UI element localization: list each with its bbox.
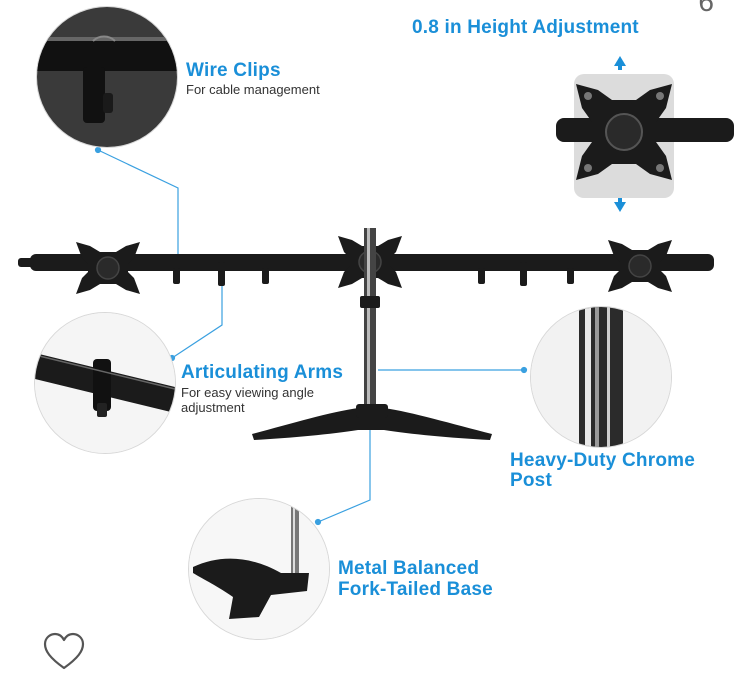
post-title-line-1: Heavy-Duty Chrome [510,450,696,471]
wire-clips-detail-image [37,7,177,147]
post-detail-image [531,307,671,447]
arms-subtitle-line-2: adjustment [181,400,245,415]
wire-clips-leader [97,149,179,262]
heart-outline-icon [43,632,85,670]
base-leader [317,425,371,523]
base-title-line-1: Metal Balanced [338,558,480,579]
wire-clips-title: Wire Clips [186,60,281,81]
arms-detail-image [35,313,175,453]
favorite-button[interactable] [42,632,86,672]
base-detail [188,498,330,640]
arms-title: Articulating Arms [181,362,344,383]
base-detail-image [189,499,329,639]
arms-leader [171,268,223,359]
arms-detail [34,312,176,454]
height-adjustment-label: 0.8 in Height Adjustment [412,17,639,38]
stand-base [252,404,492,440]
post-detail [530,306,672,448]
base-title-line-2: Fork-Tailed Base [338,579,493,600]
chrome-post [360,228,380,418]
wire-clips-subtitle: For cable management [186,82,320,97]
corner-partial-glyph: 6 [698,0,714,17]
wire-clips-detail [36,6,178,148]
post-title-line-2: Post [510,470,552,491]
arms-subtitle-line-1: For easy viewing angle [181,385,314,400]
